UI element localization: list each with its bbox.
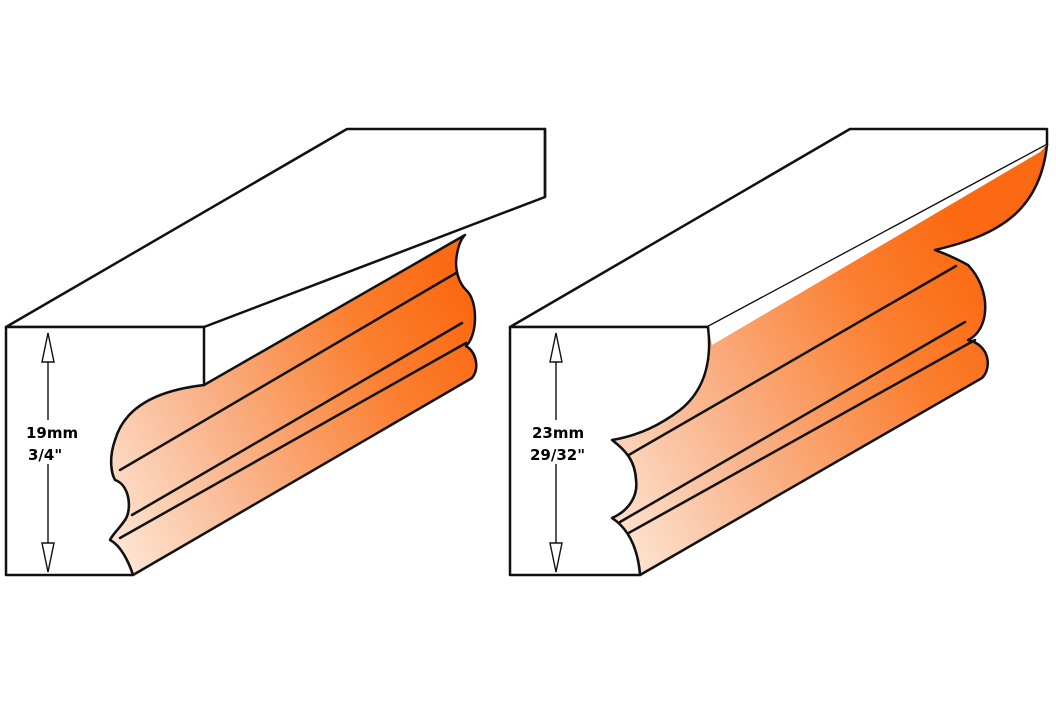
left-groove-line xyxy=(130,321,464,517)
dimension-arrow-down xyxy=(41,542,55,573)
left-height-dimension: 19mm 3/4" xyxy=(24,332,78,573)
right-groove-line xyxy=(618,320,967,524)
dimension-inch-label: 29/32" xyxy=(530,446,585,464)
dimension-arrow-down xyxy=(549,542,563,573)
dimension-inch-label: 3/4" xyxy=(28,446,62,464)
right-highlight-strip xyxy=(708,145,1047,345)
right-groove-line xyxy=(623,338,977,537)
moulding-profile-right: 23mm 29/32" xyxy=(508,127,1049,577)
right-groove-line xyxy=(618,264,958,462)
dimension-mm-label: 23mm xyxy=(532,424,584,442)
left-front-face xyxy=(4,325,206,577)
left-groove-line xyxy=(118,341,468,540)
right-height-dimension: 23mm 29/32" xyxy=(528,332,592,573)
dimension-label-bg xyxy=(24,420,76,464)
dimension-arrow-up xyxy=(549,332,563,363)
dimension-arrow-up xyxy=(41,332,55,363)
dimension-label-bg xyxy=(528,420,592,464)
right-front-face xyxy=(508,325,711,577)
moulding-profile-left: 19mm 3/4" xyxy=(4,127,547,577)
left-groove-line xyxy=(118,271,458,472)
dimension-mm-label: 19mm xyxy=(26,424,78,442)
